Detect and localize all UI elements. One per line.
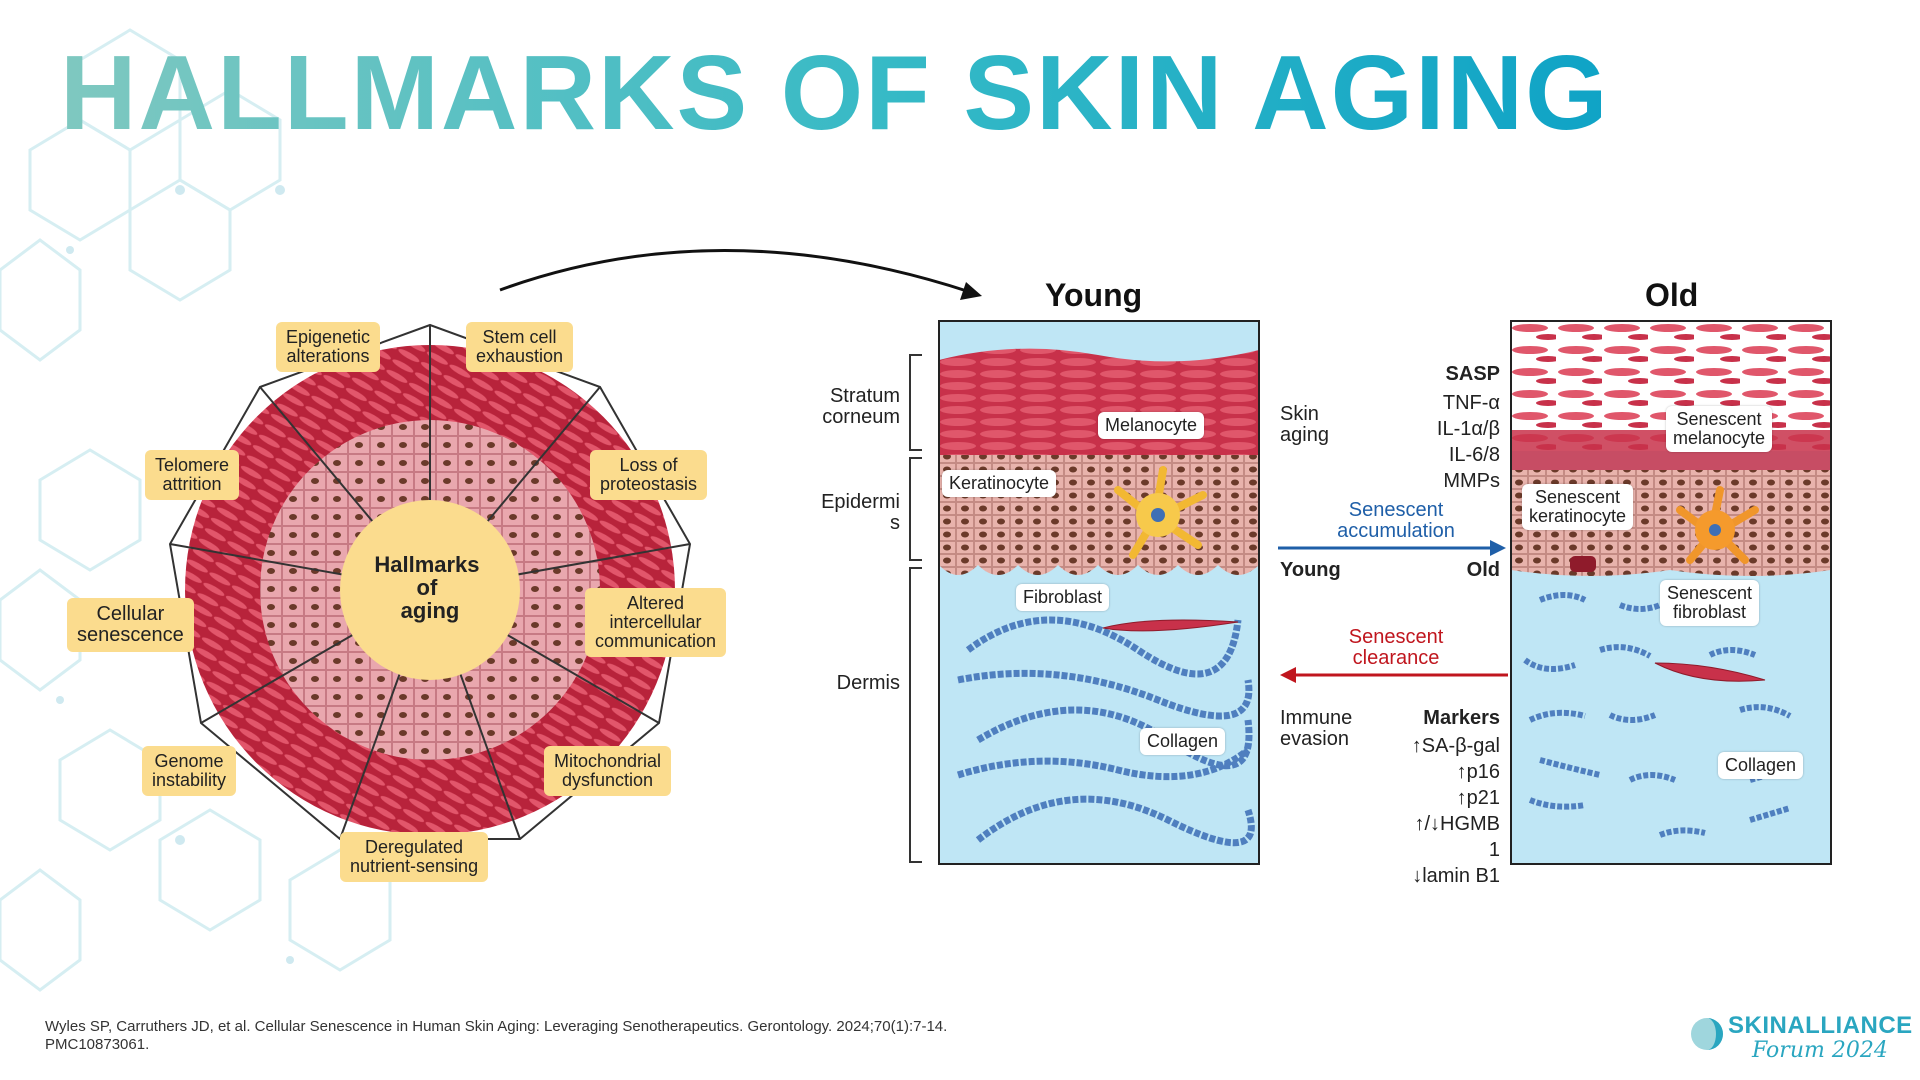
sasp-list: TNF-α IL-1α/β IL-6/8 MMPs <box>1400 390 1500 494</box>
curved-arrow <box>499 249 982 300</box>
marker-item: ↓lamin B1 <box>1412 865 1500 887</box>
sasp-item: IL-1α/β <box>1436 418 1500 440</box>
tag-collagen: Collagen <box>1140 728 1226 755</box>
brand-name: SKINALLIANCE <box>1728 1012 1913 1039</box>
marker-item: ↑p21 <box>1456 787 1500 809</box>
label-young: Young <box>1280 559 1341 581</box>
markers-title: Markers <box>1423 707 1500 729</box>
stratum-corneum-layer <box>939 348 1259 460</box>
senescent-fibroblast-cell <box>1654 662 1766 682</box>
svg-text:Hallmarks of aging: Hallmarks of aging <box>374 552 485 623</box>
marker-item: ↑SA-β-gal <box>1411 735 1500 757</box>
marker-item: ↑p16 <box>1456 761 1500 783</box>
tag-keratinocyte: Keratinocyte <box>942 470 1057 497</box>
center-label-line: aging <box>401 598 460 623</box>
reference-citation: Wyles SP, Carruthers JD, et al. Cellular… <box>45 1018 948 1053</box>
fragmented-collagen <box>1523 592 1792 838</box>
senescent-keratinocyte-cell <box>1570 556 1596 572</box>
sasp-title: SASP <box>1445 363 1500 385</box>
markers-list: ↑SA-β-gal ↑p16 ↑p21 ↑/↓HGMB 1 ↓lamin B1 <box>1380 733 1500 889</box>
brand-logo-icon <box>1691 1018 1723 1050</box>
center-label-line: Hallmarks <box>374 552 479 577</box>
label-old: Old <box>1466 559 1500 581</box>
old-title: Old <box>1645 277 1699 313</box>
marker-item: 1 <box>1488 839 1500 861</box>
sasp-item: TNF-α <box>1442 392 1500 414</box>
tag-melanocyte: Melanocyte <box>1098 412 1205 439</box>
fibroblast-cell <box>1102 619 1239 632</box>
center-label-line: of <box>417 575 438 600</box>
sasp-item: MMPs <box>1443 470 1500 492</box>
tag-fibroblast: Fibroblast <box>1016 584 1110 611</box>
page-title: HALLMARKS OF SKIN AGING <box>60 34 1610 152</box>
accumulation-arrow <box>1278 540 1506 556</box>
senescent-melanocyte-cell <box>1676 486 1759 564</box>
marker-item: ↑/↓HGMB <box>1414 813 1500 835</box>
label-dermis: Dermis <box>836 672 900 694</box>
clearance-arrow <box>1280 667 1508 683</box>
layer-brackets <box>909 354 922 863</box>
young-title: Young <box>1045 277 1143 313</box>
wheel-center <box>340 500 520 680</box>
brand-forum: Forum 2024 <box>1752 1038 1888 1063</box>
tag-collagen-old: Collagen <box>1718 752 1804 779</box>
hallmarks-wheel: Hallmarks of aging <box>168 323 692 840</box>
sasp-item: IL-6/8 <box>1448 444 1500 466</box>
melanocyte-cell <box>1114 466 1207 559</box>
